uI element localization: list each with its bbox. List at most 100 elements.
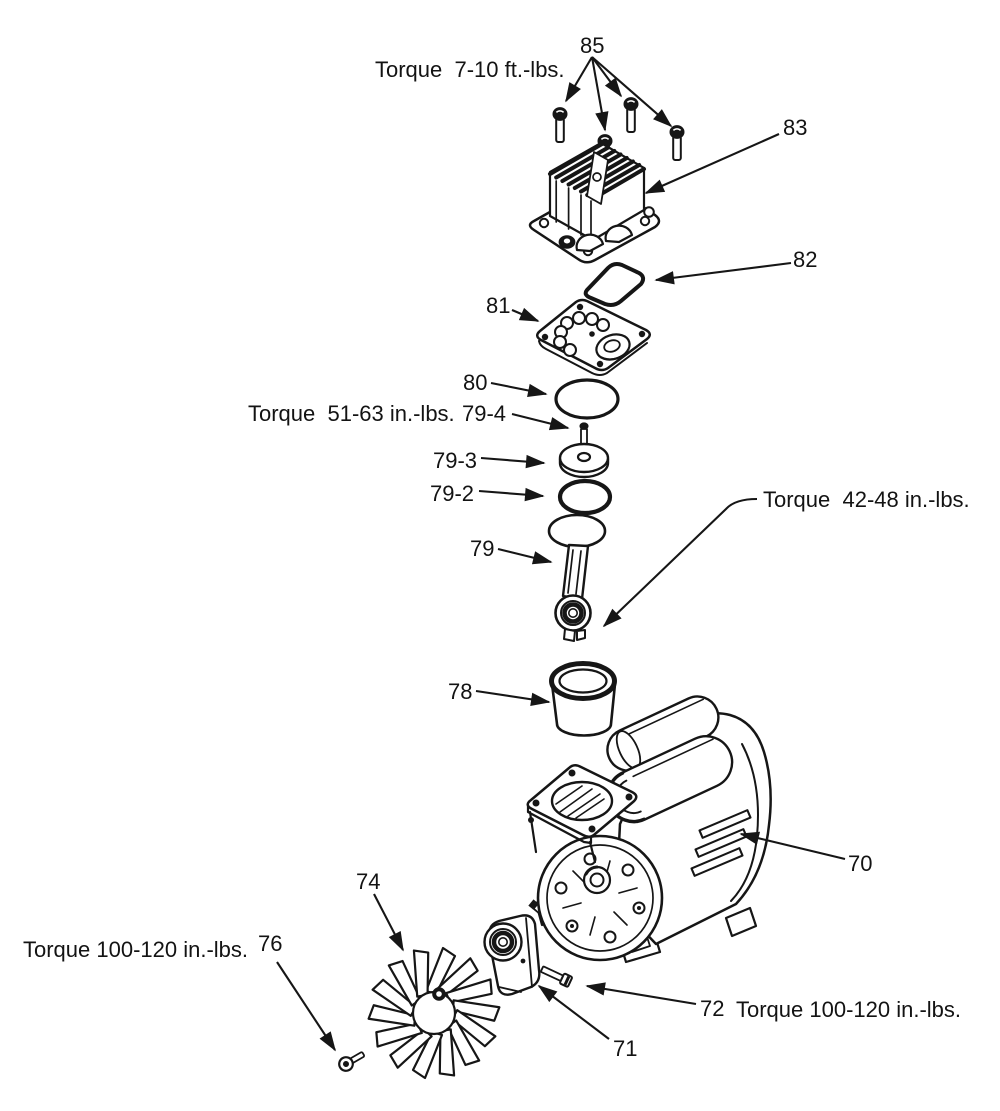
plate-bolt — [625, 793, 633, 801]
callout-85: 85 — [580, 33, 604, 58]
plate-pin — [589, 331, 595, 337]
piston-disc — [558, 442, 610, 479]
mount-plate-edge — [526, 803, 593, 845]
leader-arrow-torque-rod — [602, 497, 758, 628]
boss-dot — [637, 906, 641, 910]
piston-crown — [547, 513, 607, 549]
cylinder-head — [528, 141, 661, 264]
callout-83: 83 — [783, 115, 807, 140]
plate-dot — [596, 360, 604, 368]
fan-hub-hole-center — [436, 991, 442, 997]
leader-arrow-70 — [739, 831, 846, 861]
callout-labels: 85 Torque 7-10 ft.-lbs. 83 82 81 80 Torq… — [23, 33, 970, 1061]
plate-hole — [639, 215, 651, 227]
leader-arrow-79-2 — [478, 487, 545, 502]
pedestal-bolt — [528, 817, 534, 823]
leader-arrow-79-4 — [511, 412, 570, 431]
leader-arrow-79-3 — [480, 454, 546, 469]
leader-arrow-72 — [585, 982, 697, 1006]
crankshaft-bore — [589, 872, 605, 888]
front-dome — [575, 233, 605, 253]
reed-valve-inner — [603, 339, 621, 353]
callout-76: 76 — [258, 931, 282, 956]
plate-bolt — [568, 769, 576, 777]
torque-note-valve: Torque 51-63 in.-lbs. — [248, 401, 455, 426]
rod-tab — [576, 629, 586, 641]
plate-hole — [538, 217, 550, 229]
piston-connecting-rod — [547, 513, 607, 642]
leader-arrow-79 — [497, 547, 553, 565]
eccentric-bearing — [483, 914, 541, 996]
motor-foot-right — [724, 906, 758, 938]
crankcase-flange — [546, 844, 654, 952]
leader-arrow-78 — [475, 689, 551, 706]
disc-hole — [576, 451, 592, 463]
torque-note-rod: Torque 42-48 in.-lbs. — [763, 487, 970, 512]
fan-screw — [338, 1051, 365, 1072]
motor-pump-assembly — [526, 695, 772, 964]
cylinder-sleeve — [549, 661, 617, 737]
callout-79: 79 — [470, 536, 494, 561]
disc-rim — [558, 457, 610, 479]
bearing-bore — [497, 936, 508, 947]
piston-oring — [557, 478, 613, 516]
cylinder-oring — [554, 378, 620, 420]
leader-arrow-71 — [537, 985, 610, 1040]
torque-note-eccentric: Torque 100-120 in.-lbs. — [736, 997, 961, 1022]
big-end-ring — [560, 600, 586, 626]
channel-boss — [592, 172, 602, 182]
callout-72: 72 — [700, 996, 724, 1021]
head-gasket — [583, 262, 646, 307]
leader-arrow-83 — [644, 133, 780, 194]
callout-81: 81 — [486, 293, 510, 318]
valve-plate — [536, 298, 651, 376]
callout-79-4: 79-4 — [462, 401, 506, 426]
callout-70: 70 — [848, 851, 872, 876]
callout-71: 71 — [613, 1036, 637, 1061]
big-end-bearing — [562, 602, 584, 624]
leader-arrow-76 — [276, 961, 336, 1052]
plate-dot — [638, 330, 646, 338]
eccentric-bolt — [540, 965, 573, 988]
plate-opening — [550, 780, 614, 822]
front-port-bore — [563, 238, 571, 244]
reed-shade — [599, 352, 626, 361]
screw-slot — [580, 424, 588, 428]
leader-lines — [276, 56, 846, 1052]
plate-edge — [538, 340, 648, 376]
leader-arrow-85 — [591, 56, 673, 128]
crankcase-face — [536, 834, 664, 962]
front-dome — [604, 224, 634, 244]
leader-arrow-80 — [490, 381, 548, 398]
sleeve-bore — [558, 668, 608, 694]
rod-tab — [563, 628, 576, 642]
torque-note-fan: Torque 100-120 in.-lbs. — [23, 937, 248, 962]
valve-ports — [553, 311, 610, 357]
bearing-race — [489, 928, 517, 956]
big-end-bore — [567, 607, 578, 618]
callout-78: 78 — [448, 679, 472, 704]
callout-82: 82 — [793, 247, 817, 272]
side-boss — [643, 206, 655, 218]
plate-bolt — [588, 825, 596, 833]
callout-79-3: 79-3 — [433, 448, 477, 473]
callout-79-2: 79-2 — [430, 481, 474, 506]
fin-face-lines — [555, 180, 592, 240]
leader-arrow-85 — [591, 56, 622, 98]
opening-ribs — [555, 785, 605, 819]
torque-note-head: Torque 7-10 ft.-lbs. — [375, 57, 565, 82]
leader-arrow-82 — [654, 261, 792, 285]
leader-arrow-81 — [511, 307, 540, 322]
screw-drive — [343, 1061, 349, 1067]
plate-bolt — [532, 799, 540, 807]
cooling-fan — [364, 944, 504, 1082]
hub-shade — [584, 865, 599, 876]
leader-arrow-85 — [590, 56, 609, 132]
leader-arrow-74 — [373, 893, 404, 952]
bolt-head-shade — [563, 975, 571, 986]
rod-rib — [567, 549, 582, 595]
plate-dot — [541, 333, 549, 341]
bearing-balls — [491, 930, 515, 954]
